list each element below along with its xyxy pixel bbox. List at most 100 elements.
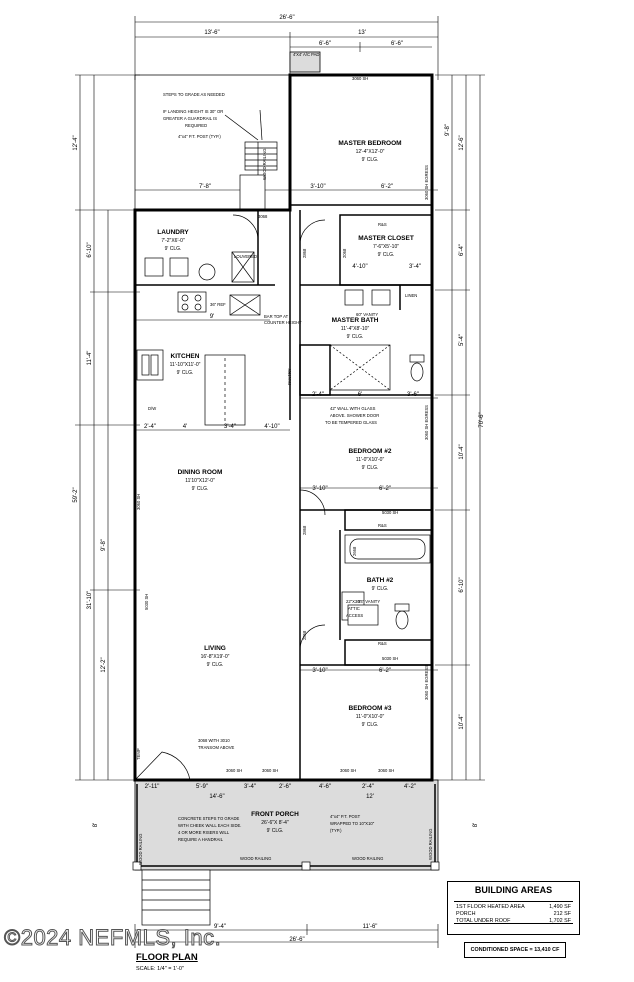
note-b3-window-1: 3060 SH	[340, 768, 356, 773]
note-b3-egress: 3060 SH EGRESS	[424, 665, 429, 700]
note-b3-window-2: 3060 SH	[378, 768, 394, 773]
note-living-window-2: 3060 SH	[262, 768, 278, 773]
dim-b2-right: 6'-2"	[379, 486, 391, 492]
room-master-bath-clg: 9' CLG.	[347, 334, 364, 340]
note-concrete-2: WITH CHEEK WALL EACH SIDE.	[178, 823, 241, 828]
dim-right-6-10: 6'-10"	[459, 577, 465, 592]
note-door-3068: 3068	[258, 214, 268, 219]
room-bedroom2-clg: 9' CLG.	[362, 465, 379, 471]
room-laundry-size: 7'-2"X6'-0"	[161, 238, 184, 244]
note-wall-3: TO BE TEMPERED GLASS	[325, 420, 377, 425]
room-master-bedroom-name: MASTER BEDROOM	[338, 140, 401, 147]
dim-left-12-2: 12'-2"	[101, 657, 107, 672]
ac-pad	[289, 51, 321, 73]
dim-kitchen-9: 9'	[210, 314, 214, 320]
dim-right-70-6: 70'-6"	[479, 412, 485, 427]
dim-overall-top: 26'-6"	[279, 15, 294, 21]
fixtures	[134, 214, 425, 781]
building-areas-table: BUILDING AREAS 1ST FLOOR HEATED AREA 1,4…	[447, 881, 580, 935]
building-areas-title: BUILDING AREAS	[474, 885, 553, 895]
dim-right-6-4: 6'-4"	[459, 244, 465, 256]
room-bedroom3-name: BEDROOM #3	[349, 705, 392, 712]
room-living-size: 16'-8"X19'-0"	[201, 654, 230, 660]
dim-pad-right: 6'-6"	[391, 41, 403, 47]
dim-left-porch: 8'	[93, 823, 99, 827]
dim-mbath-2-4: 2'-4"	[312, 392, 324, 398]
note-wall-2: ABOVE. SHOWER DOOR	[330, 413, 379, 418]
room-bedroom3-size: 11'-0"X10'-0"	[356, 714, 385, 720]
dim-pad-left: 6'-6"	[319, 41, 331, 47]
note-dw: D/W	[148, 406, 156, 411]
dim-right-5-4: 5'-4"	[459, 334, 465, 346]
dim-mbath-6: 6'	[358, 392, 362, 398]
dim-p-2-6: 2'-6"	[279, 784, 291, 790]
note-mb-egress: 3060 SH EGRESS	[424, 165, 429, 200]
dim-right-10-4b: 10'-4"	[459, 714, 465, 729]
dim-p-4-6: 4'-6"	[319, 784, 331, 790]
note-linen: LINEN	[405, 293, 417, 298]
dim-left-12-4: 12'-4"	[73, 135, 79, 150]
dim-p-12: 12'	[366, 794, 374, 800]
dim-right-10-4: 10'-4"	[459, 444, 465, 459]
dim-left-6-10: 6'-10"	[87, 242, 93, 257]
porch-steps	[141, 869, 211, 926]
note-porch-railing-left-side: WOOD RAILING	[138, 834, 143, 865]
note-5030-top: 5030 SH	[382, 510, 398, 515]
dim-right-12-6: 12'-6"	[459, 135, 465, 150]
room-laundry-clg: 9' CLG.	[165, 246, 182, 252]
room-dining-name: DINING ROOM	[178, 469, 223, 476]
room-porch-name: FRONT PORCH	[251, 811, 299, 818]
note-dining-window: 3060 SH	[136, 494, 141, 510]
note-landing-2: GREATER A GUARDRAIL IS	[163, 116, 217, 121]
note-rs-bath2-top: R&S	[378, 523, 387, 528]
interior-walls	[135, 204, 433, 780]
note-pad: 4'X4' A/C PAD	[293, 52, 319, 57]
note-transom-2: TRANSOM ABOVE	[198, 745, 235, 750]
note-porch-post-3: (TYP.)	[330, 828, 342, 833]
room-kitchen-clg: 9' CLG.	[177, 370, 194, 376]
floor-plan-title: FLOOR PLAN	[136, 952, 198, 963]
dim-left-9-8: 9'-8"	[101, 539, 107, 551]
exterior-walls	[133, 73, 434, 782]
room-master-bedroom-size: 12'-4"X12'-0"	[356, 149, 385, 155]
room-master-bedroom-clg: 9' CLG.	[362, 157, 379, 163]
note-porch-post-1: 4"x4" P.T. POST	[330, 814, 361, 819]
note-bar-1: BAR TOP AT	[264, 314, 289, 319]
note-door-2868-mb: 2868	[302, 248, 307, 258]
note-rs-closet: R&S	[378, 222, 387, 227]
front-porch-slab	[132, 779, 440, 871]
note-living-temp: TEMP	[136, 748, 141, 760]
dim-p-5-9: 5'-9"	[196, 784, 208, 790]
dim-closet-4-10: 4'-10"	[352, 264, 367, 270]
room-bedroom3-clg: 9' CLG.	[362, 722, 379, 728]
areas-row-value: 212 SF	[553, 911, 571, 917]
note-living-side-window: 5030 SH	[144, 594, 149, 610]
dim-b3-left: 3'-10"	[312, 668, 327, 674]
note-porch-post-2: WRAPPED TO 10"X10"	[330, 821, 375, 826]
room-dining-clg: 9' CLG.	[192, 486, 209, 492]
room-bath2-name: BATH #2	[367, 577, 394, 584]
note-door-2668: 2668	[352, 546, 357, 556]
room-living-name: LIVING	[204, 645, 226, 652]
room-master-closet-name: MASTER CLOSET	[358, 235, 414, 242]
room-living-clg: 9' CLG.	[207, 662, 224, 668]
areas-row-value: 1,490 SF	[549, 904, 571, 910]
areas-row-porch: PORCH 212 SF	[456, 911, 571, 917]
note-attic-2: ATTIC	[348, 606, 360, 611]
dim-k-3-4: 3'-4"	[224, 424, 236, 430]
dim-mb-left: 7'-8"	[199, 184, 211, 190]
note-attic-3: ACCESS	[346, 613, 363, 618]
areas-row-heated: 1ST FLOOR HEATED AREA 1,490 SF	[456, 904, 571, 910]
note-deck-railing: WOOD RAILING	[262, 149, 267, 180]
dim-left-11-4: 11'-4"	[87, 351, 93, 366]
room-master-closet-clg: 9' CLG.	[378, 252, 395, 258]
note-5030-bottom: 5030 SH	[382, 656, 398, 661]
room-bedroom2-size: 11'-0"X10'-0"	[356, 457, 385, 463]
areas-divider-top	[454, 901, 573, 902]
note-vanity-54: 54" VANITY	[358, 599, 380, 604]
note-ref: 36" REF	[210, 302, 226, 307]
dim-bottom-overall: 26'-6"	[289, 937, 304, 943]
dim-p-4-2: 4'-2"	[404, 784, 416, 790]
dim-k-2-4: 2'-4"	[144, 424, 156, 430]
